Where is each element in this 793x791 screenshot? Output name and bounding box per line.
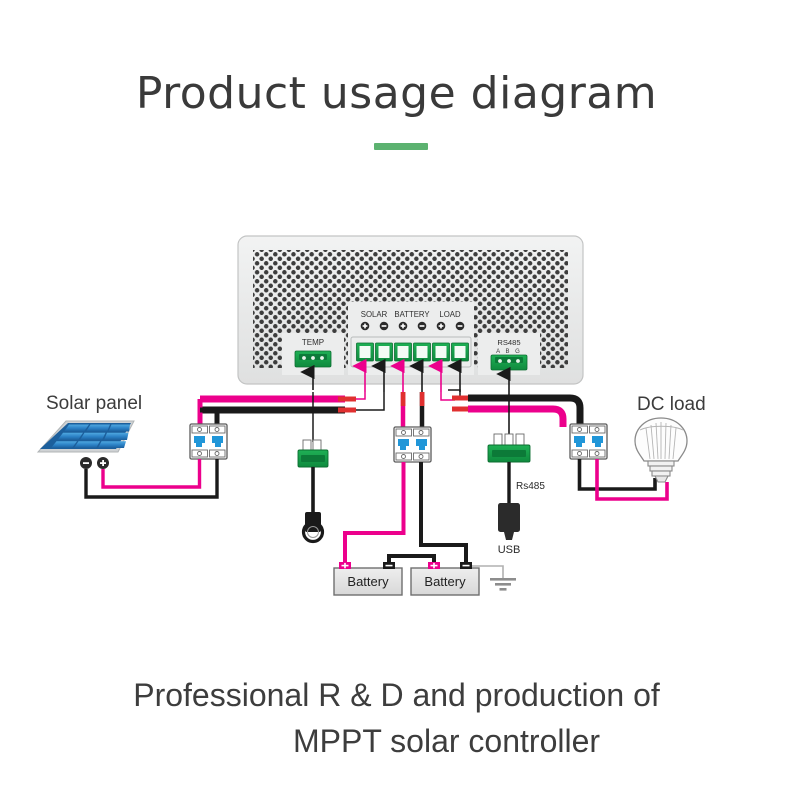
wire-bulb-positive — [595, 459, 669, 501]
ferrule-load-positive — [452, 406, 470, 412]
breaker-load[interactable] — [569, 423, 608, 460]
breaker-battery[interactable] — [393, 426, 432, 463]
rs485-pin-labels: A B G — [496, 349, 522, 355]
battery-1-label: Battery — [347, 574, 389, 589]
rs485-usb-adapter[interactable]: Rs485 USB — [487, 392, 545, 556]
rs485-label: RS485 — [497, 338, 520, 347]
temp-label: TEMP — [302, 338, 324, 347]
mppt-controller[interactable]: TEMP SOLAR BATTERY LOAD — [237, 235, 584, 385]
dc-load-bulb[interactable] — [634, 417, 688, 483]
battery-1[interactable]: Battery — [333, 562, 403, 596]
earth-ground — [472, 565, 516, 591]
wire-battery-series-link — [387, 554, 436, 565]
battery-2-label: Battery — [424, 574, 466, 589]
connection-arrows — [300, 358, 511, 392]
terminal-group-label-solar: SOLAR — [361, 310, 388, 319]
battery-wiring — [400, 392, 425, 428]
terminal-group-label-battery: BATTERY — [394, 310, 430, 319]
ferrule-solar-positive — [338, 396, 356, 402]
wire-panel-negative — [84, 459, 219, 499]
ferrule-battery-negative — [419, 392, 425, 406]
page-title: Product usage diagram — [135, 68, 658, 119]
wire-battery-negative-lower — [419, 462, 468, 565]
breaker-solar[interactable] — [189, 423, 228, 460]
controller-temp-connector[interactable]: TEMP — [294, 338, 332, 368]
wire-bulb-negative — [577, 459, 657, 491]
temp-sensor-ring-lug — [301, 520, 325, 544]
solar-panel-cells — [51, 424, 130, 448]
controller-rs485-connector[interactable]: RS485 A B G — [490, 338, 528, 371]
bulb-fins — [645, 422, 677, 460]
cable-load-negative — [468, 394, 584, 424]
load-wiring — [440, 389, 584, 427]
footer-tagline: Professional R & D and production of MPP… — [0, 672, 793, 764]
dc-load-wiring — [577, 459, 669, 501]
wire-panel-positive — [101, 459, 202, 489]
usb-plug-body — [498, 503, 520, 532]
cable-load-positive — [468, 405, 567, 427]
ferrule-solar-negative — [338, 407, 356, 413]
solar-wiring — [197, 392, 385, 425]
footer-line-1: Professional R & D and production of — [133, 677, 660, 713]
solar-panel-label: Solar panel — [46, 393, 143, 414]
solar-panel[interactable] — [36, 420, 135, 469]
rs485-cable-label: Rs485 — [516, 481, 545, 492]
controller-terminal-block[interactable]: SOLAR BATTERY LOAD — [350, 310, 472, 368]
ferrule-load-negative — [452, 395, 470, 401]
terminal-ports[interactable] — [356, 342, 469, 362]
ferrule-battery-positive — [400, 392, 406, 406]
terminal-polarity-icons — [360, 321, 465, 331]
wire-battery-positive-lower — [343, 462, 406, 565]
usb-plug-tip — [504, 532, 514, 540]
battery-2[interactable]: Battery — [410, 562, 480, 596]
usb-label: USB — [498, 544, 521, 556]
dc-load-label: DC load — [637, 394, 706, 415]
title-underline-accent — [374, 143, 428, 150]
battery-feed-lines — [343, 462, 468, 565]
temperature-sensor[interactable] — [297, 392, 329, 544]
terminal-group-label-load: LOAD — [439, 310, 461, 319]
solar-panel-wiring — [84, 459, 219, 499]
footer-line-2: MPPT solar controller — [292, 723, 601, 759]
